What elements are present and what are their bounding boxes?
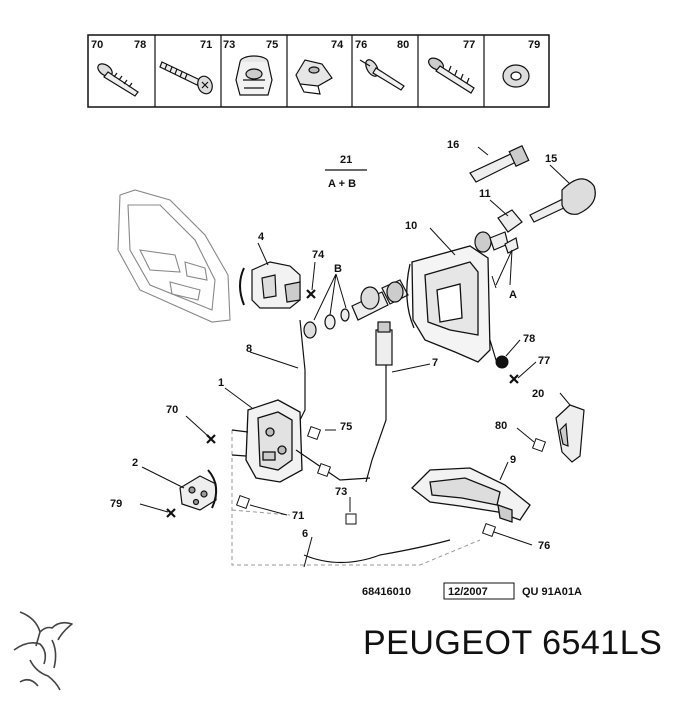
- fastener-markers: [235, 355, 547, 538]
- callout-label: 8: [246, 343, 252, 355]
- callout-label: 79: [110, 498, 122, 510]
- fastener-76-marker: [481, 522, 497, 538]
- set-parts: A + B: [328, 178, 356, 190]
- set-label: 21 A + B: [325, 154, 367, 190]
- self-tapping-screw-icon: [97, 63, 139, 97]
- callout-label: 76: [538, 540, 550, 552]
- fastener-80-marker: [531, 437, 547, 453]
- callout-label: 7: [432, 357, 438, 369]
- key-and-barrel: [469, 144, 596, 254]
- fastener-78-cross: [166, 508, 176, 518]
- clip-icon: [295, 59, 333, 95]
- part-9-inner-handle: [411, 467, 531, 523]
- callout-label: 11: [479, 188, 491, 200]
- callout-label: 2: [132, 457, 138, 469]
- callout-label: B: [334, 263, 342, 275]
- screw-icon: [159, 61, 213, 95]
- reference-code: 68416010: [362, 586, 411, 598]
- fastener-73-marker-a: [316, 462, 332, 478]
- part-1-lock-mechanism: [231, 399, 303, 483]
- part-4-bracket: [239, 261, 301, 309]
- screw-cross-markers: [166, 289, 519, 518]
- legend-code: 79: [528, 39, 540, 51]
- callout-label: 70: [166, 404, 178, 416]
- callout-label: 74: [312, 249, 325, 261]
- callout-labels: 4 74 B 8 1 70 2 79 75 71 73 6 7 10 16 15…: [110, 139, 557, 552]
- reference-line: 68416010 12/2007 QU 91A01A: [362, 582, 582, 600]
- set-number: 21: [340, 154, 352, 166]
- door-panel: [117, 189, 231, 323]
- callout-label: 1: [218, 377, 224, 389]
- callout-label: 77: [538, 355, 550, 367]
- fastener-77-cross: [509, 374, 519, 384]
- callout-label: 15: [545, 153, 557, 165]
- callout-label: 4: [258, 231, 265, 243]
- legend-code: 70: [91, 39, 103, 51]
- legend-frame: [87, 34, 550, 108]
- legend-code: 73: [223, 39, 235, 51]
- part-7-connector: [375, 321, 393, 366]
- callout-label: 20: [532, 388, 544, 400]
- legend-code: 80: [397, 39, 409, 51]
- callout-label: 78: [523, 333, 535, 345]
- legend-code: 74: [331, 39, 344, 51]
- callout-label: 73: [335, 486, 347, 498]
- legend-code: 78: [134, 39, 146, 51]
- callout-label: 75: [340, 421, 352, 433]
- peugeot-lion-logo: [13, 611, 73, 691]
- brand-title: PEUGEOT 6541LS: [363, 624, 663, 662]
- fastener-74-marker: [345, 513, 357, 525]
- legend-code: 75: [266, 39, 278, 51]
- part-20-cover: [555, 404, 585, 463]
- callout-label: 10: [405, 220, 417, 232]
- part-11-cap: [497, 209, 523, 233]
- callout-label: 9: [510, 454, 516, 466]
- reference-date: 12/2007: [448, 586, 488, 598]
- fastener-legend: 70 78 71 73 75 74 76 80 77 79: [87, 34, 550, 108]
- callout-label: 6: [302, 528, 308, 540]
- fastener-75-marker: [306, 425, 322, 441]
- callout-label: 80: [495, 420, 507, 432]
- legend-code: 76: [355, 39, 367, 51]
- fastener-73-marker-b: [235, 494, 251, 510]
- lock-cylinder-parts: [303, 279, 409, 339]
- part-15-key-head: [561, 178, 596, 215]
- fastener-71-cross: [306, 289, 316, 299]
- leader-lines: [139, 146, 571, 568]
- part-2-plate: [179, 469, 218, 511]
- callout-label: A: [509, 289, 517, 301]
- legend-code: 71: [200, 39, 212, 51]
- assembly-dashed-outline: [231, 430, 481, 566]
- flange-screw-icon: [428, 57, 475, 94]
- rivet-icon: [359, 59, 405, 91]
- nut-clip-icon: [235, 55, 273, 96]
- legend-code: 77: [463, 39, 475, 51]
- washer-icon: [502, 64, 530, 88]
- reference-model: QU 91A01A: [522, 586, 582, 598]
- callout-label: 71: [292, 510, 304, 522]
- callout-label: 16: [447, 139, 459, 151]
- fastener-70-cross: [206, 434, 216, 444]
- part-10-outer-handle: [406, 245, 491, 363]
- fastener-79-marker: [495, 355, 509, 369]
